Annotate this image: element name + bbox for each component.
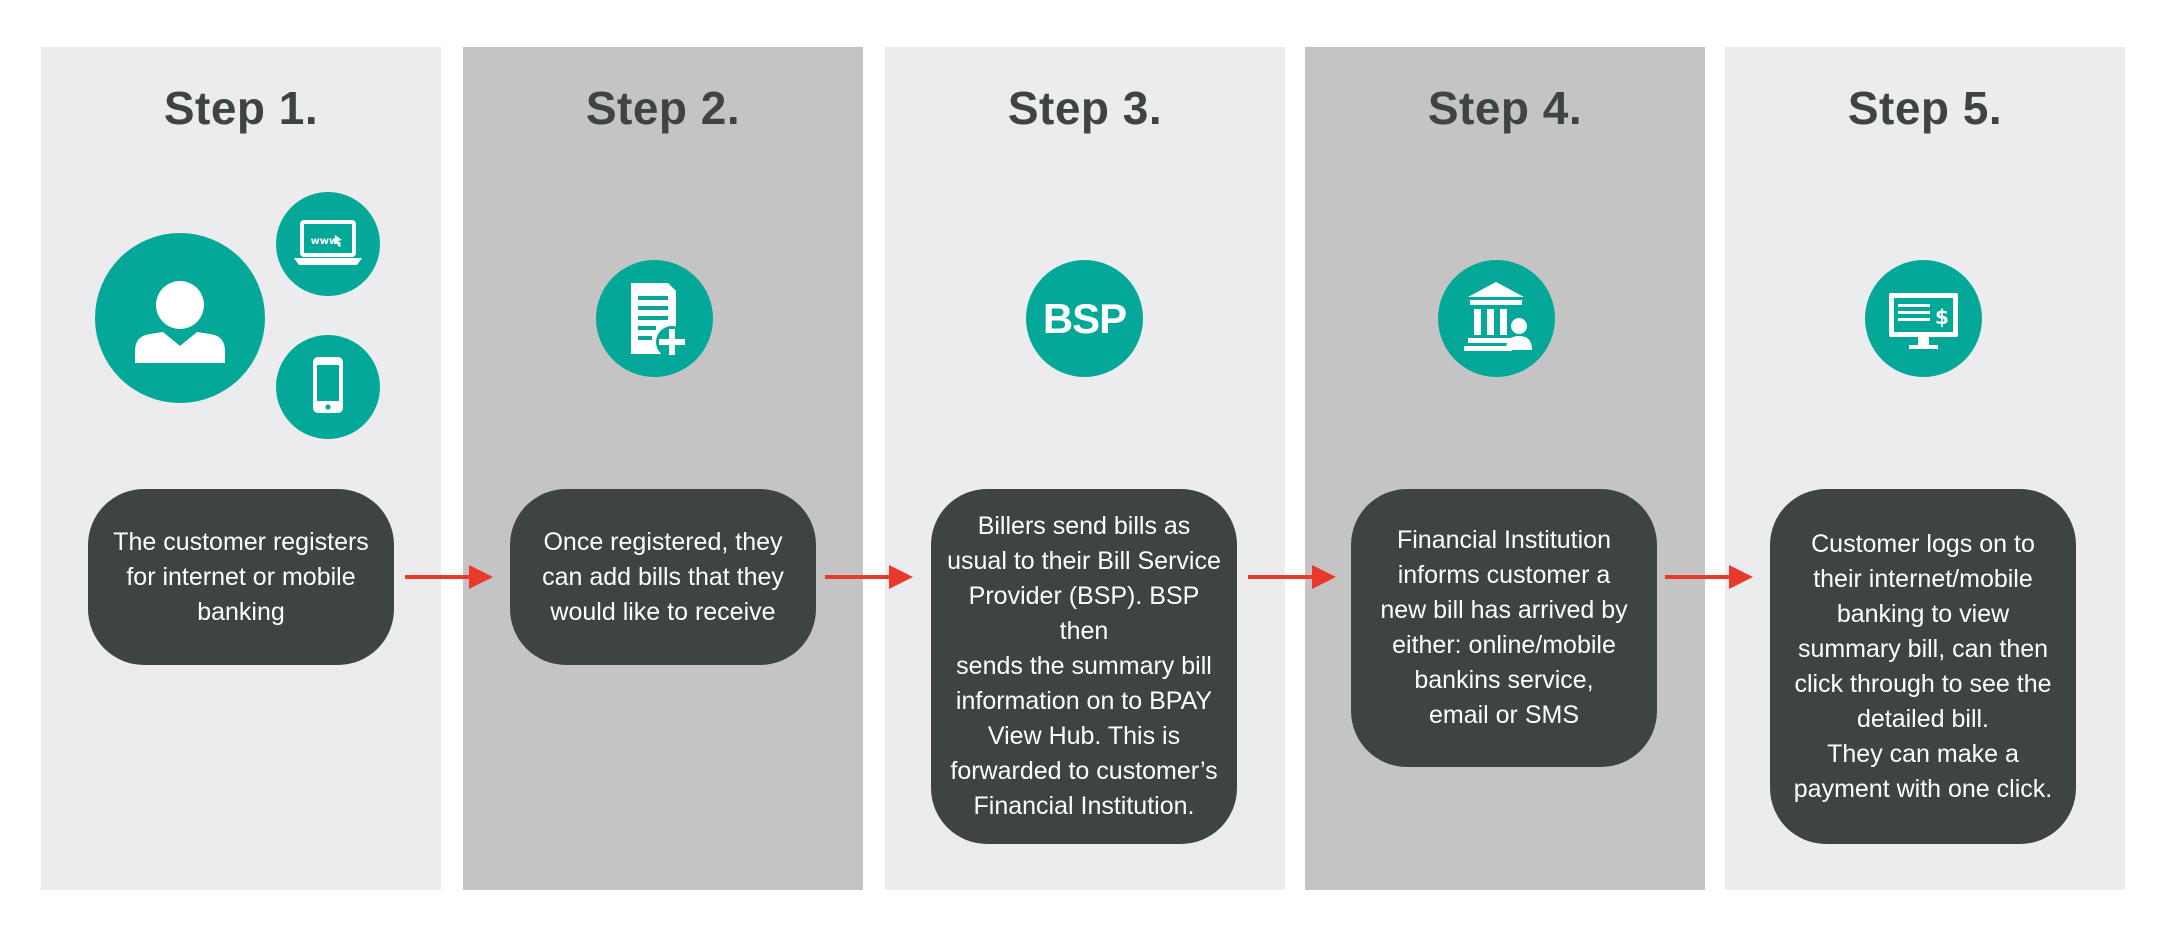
monitor-dollar-label: $ [1935, 305, 1949, 329]
arrow-right-icon [1665, 565, 1753, 589]
arrow-right-icon [1248, 565, 1336, 589]
step-5-panel: Step 5. $ Customer logs on to their inte… [1725, 47, 2125, 890]
bsp-icon: BSP [1026, 260, 1143, 377]
step-1-panel: Step 1. www. The customer registers for … [41, 47, 441, 890]
user-icon [95, 233, 265, 403]
arrow-right-icon [405, 565, 493, 589]
step-1-description: The customer registers for internet or m… [88, 489, 394, 665]
step-3-description: Billers send bills as usual to their Bil… [931, 489, 1237, 844]
step-4-title: Step 4. [1427, 82, 1583, 134]
laptop-www-icon: www. [276, 192, 380, 296]
add-bill-document-icon [596, 260, 713, 377]
step-4-panel: Step 4. Financial Institution informs cu… [1305, 47, 1705, 890]
step-5-description: Customer logs on to their internet/mobil… [1770, 489, 2076, 844]
step-1-title: Step 1. [163, 82, 319, 134]
step-2-title: Step 2. [585, 82, 741, 134]
mobile-phone-icon [276, 335, 380, 439]
step-2-description: Once registered, they can add bills that… [510, 489, 816, 665]
step-2-panel: Step 2. Once registered, they can add bi… [463, 47, 863, 890]
laptop-www-label: www. [311, 236, 342, 247]
bsp-icon-label: BSP [1042, 294, 1127, 342]
step-3-title: Step 3. [1007, 82, 1163, 134]
bank-icon [1438, 260, 1555, 377]
step-4-description: Financial Institution informs customer a… [1351, 489, 1657, 767]
step-3-panel: Step 3. BSP Billers send bills as usual … [885, 47, 1285, 890]
monitor-bill-icon: $ [1865, 260, 1982, 377]
arrow-right-icon [825, 565, 913, 589]
step-5-title: Step 5. [1847, 82, 2003, 134]
